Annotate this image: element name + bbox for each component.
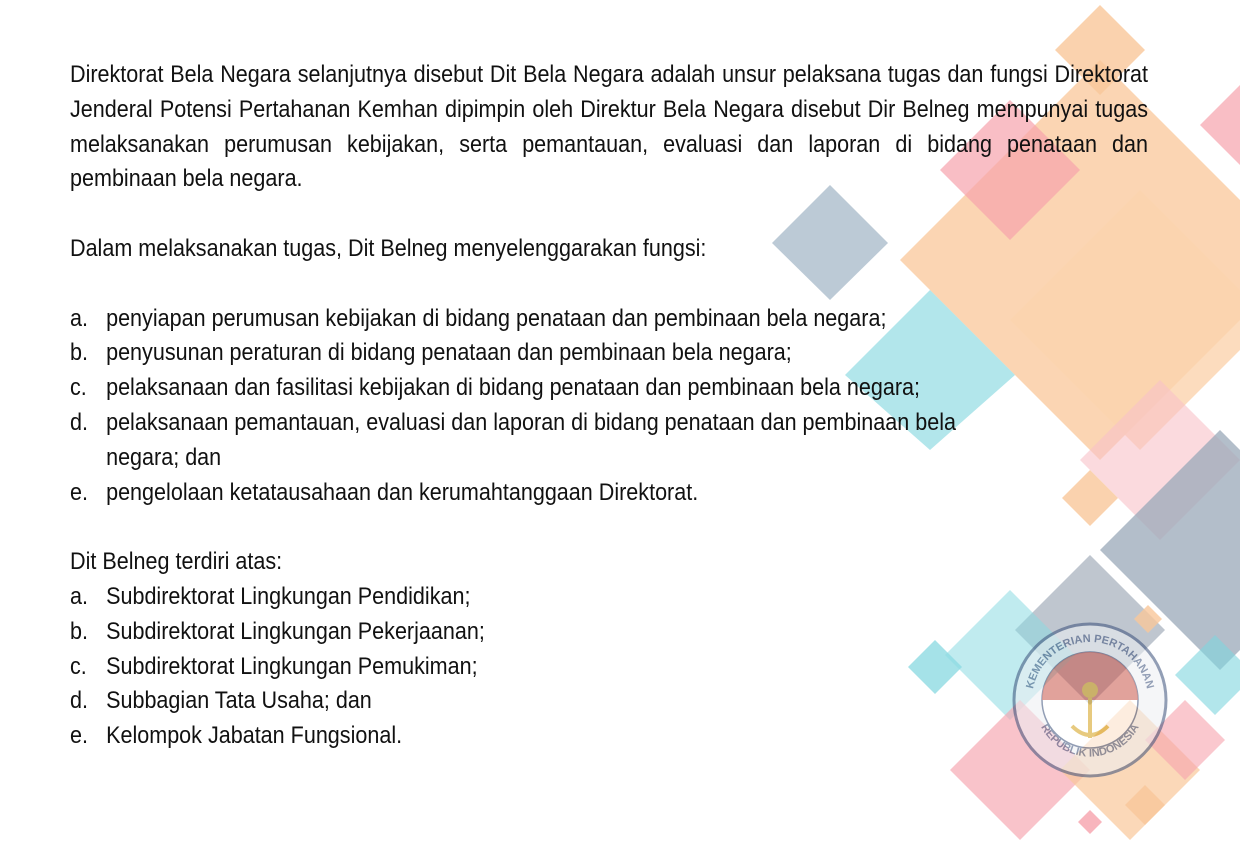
list-item-text: pelaksanaan pemantauan, evaluasi dan lap… [106,408,956,471]
list-item-text: pengelolaan ketatausahaan dan kerumahtan… [106,478,699,506]
intro-paragraph: Direktorat Bela Negara selanjutnya diseb… [70,61,1148,193]
functions-heading: Dalam melaksanakan tugas, Dit Belneg men… [70,234,707,262]
diamond-slate-large [1100,430,1240,670]
diamond-pink-right [1145,700,1225,780]
list-item-text: pelaksanaan dan fasilitasi kebijakan di … [106,374,920,402]
diamond-pink [940,100,1080,240]
list-item-text: Subdirektorat Lingkungan Pekerjaanan; [106,617,485,645]
list-item: d. Subbagian Tata Usaha; dan [70,684,1019,719]
diamond-slate-small [772,185,888,300]
list-item-text: Subdirektorat Lingkungan Pendidikan; [106,582,471,610]
diamond-peach-small [1062,470,1118,526]
diamond-cyan-right [1175,635,1240,715]
list-marker: a. [70,582,88,610]
list-item: a. penyiapan perumusan kebijakan di bida… [70,302,1019,337]
diamond-peach-tiny-2 [1125,785,1165,825]
list-item: b. Subdirektorat Lingkungan Pekerjaanan; [70,615,1019,650]
diamond-cyan [845,290,1015,450]
kemhan-seal-logo: KEMENTERIAN PERTAHANAN REPUBLIK INDONESI… [1012,622,1168,778]
structure-heading: Dit Belneg terdiri atas: [70,548,283,576]
list-item: c. pelaksanaan dan fasilitasi kebijakan … [70,371,1019,406]
paragraph-spacer [70,267,1019,302]
list-marker: e. [70,478,88,506]
list-item-text: Subdirektorat Lingkungan Pemukiman; [106,652,478,680]
structure-list: a. Subdirektorat Lingkungan Pendidikan; … [70,580,1019,754]
diamond-peach-top [1055,5,1145,95]
list-marker: b. [70,617,88,645]
document-body: Direktorat Bela Negara selanjutnya diseb… [70,58,1148,754]
list-marker: c. [70,652,87,680]
list-item: e. Kelompok Jabatan Fungsional. [70,719,1019,754]
list-item-text: Kelompok Jabatan Fungsional. [106,722,403,750]
list-marker: a. [70,304,88,332]
list-item-text: penyiapan perumusan kebijakan di bidang … [106,304,887,332]
list-marker: b. [70,339,88,367]
list-marker: e. [70,722,88,750]
paragraph-spacer [70,510,1019,545]
diamond-peach-mid [1010,190,1240,450]
list-item: a. Subdirektorat Lingkungan Pendidikan; [70,580,1019,615]
diamond-pink-tiny [1078,810,1102,834]
paragraph-spacer [70,197,1019,232]
list-item: b. penyusunan peraturan di bidang penata… [70,336,1019,371]
diamond-pink-edge [1200,85,1240,165]
list-marker: c. [70,374,87,402]
list-marker: d. [70,687,88,715]
list-item-text: penyusunan peraturan di bidang penataan … [106,339,792,367]
functions-list: a. penyiapan perumusan kebijakan di bida… [70,302,1019,511]
list-item: c. Subdirektorat Lingkungan Pemukiman; [70,650,1019,685]
list-item: e. pengelolaan ketatausahaan dan kerumah… [70,476,1019,511]
diamond-peach-tiny [1134,605,1162,633]
list-item: d. pelaksanaan pemantauan, evaluasi dan … [70,406,1019,476]
list-item-text: Subbagian Tata Usaha; dan [106,687,372,715]
list-marker: d. [70,408,88,436]
